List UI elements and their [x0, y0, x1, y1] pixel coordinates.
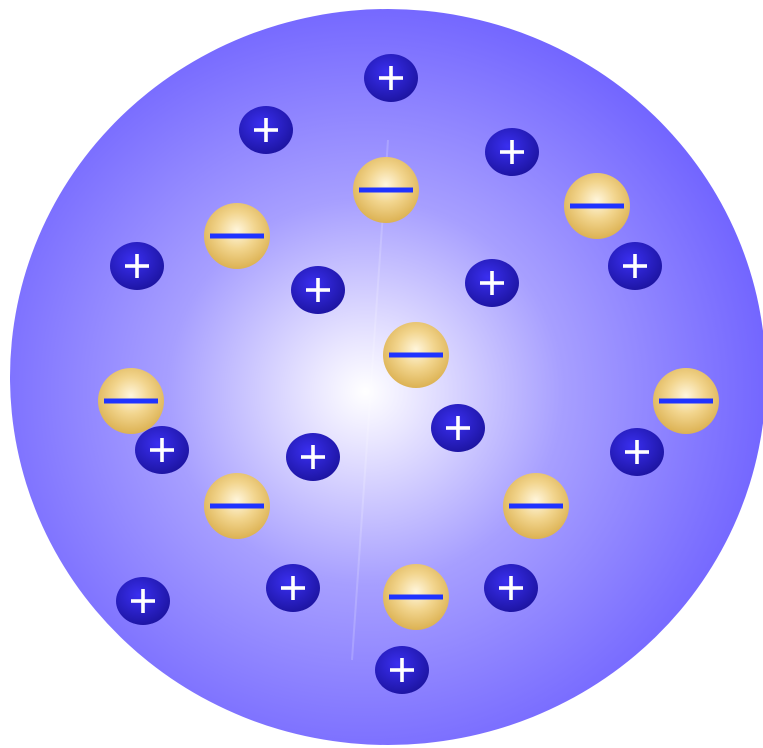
negative-charge: [653, 368, 719, 434]
minus-sign-icon: [389, 353, 443, 358]
positive-charge: [239, 106, 293, 154]
minus-sign-icon: [659, 399, 713, 404]
positive-charge: [465, 259, 519, 307]
positive-charge: [484, 564, 538, 612]
minus-sign-icon: [389, 595, 443, 600]
positive-charge: [375, 646, 429, 694]
positive-charge: [291, 266, 345, 314]
negative-charge: [503, 473, 569, 539]
negative-charge: [353, 157, 419, 223]
positive-charge: [364, 54, 418, 102]
positive-charge: [286, 433, 340, 481]
minus-sign-icon: [210, 234, 264, 239]
minus-sign-icon: [359, 188, 413, 193]
positive-charge: [610, 428, 664, 476]
positive-charge: [116, 577, 170, 625]
minus-sign-icon: [509, 504, 563, 509]
minus-sign-icon: [570, 204, 624, 209]
minus-sign-icon: [104, 399, 158, 404]
negative-charge: [383, 564, 449, 630]
positive-charge: [266, 564, 320, 612]
negative-charge: [98, 368, 164, 434]
positive-charge: [485, 128, 539, 176]
negative-charge: [204, 473, 270, 539]
positive-charge: [431, 404, 485, 452]
negative-charge: [564, 173, 630, 239]
negative-charge: [383, 322, 449, 388]
minus-sign-icon: [210, 504, 264, 509]
positive-charge: [608, 242, 662, 290]
positive-charge: [135, 426, 189, 474]
positive-charge: [110, 242, 164, 290]
negative-charge: [204, 203, 270, 269]
